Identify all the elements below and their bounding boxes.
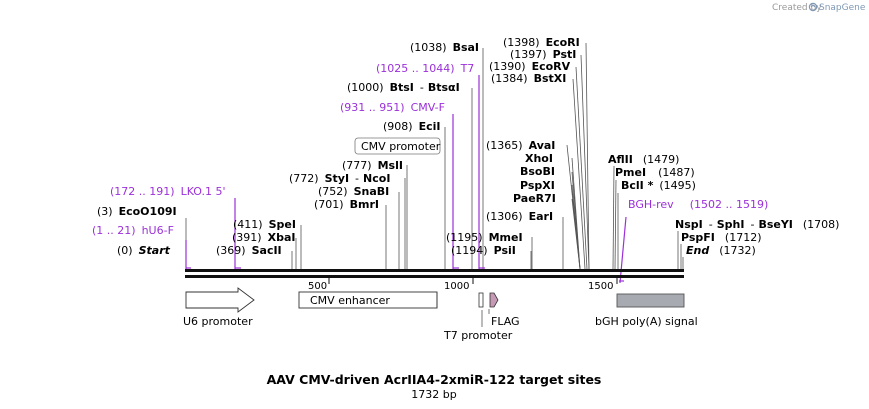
snapgene-logo-icon xyxy=(808,2,818,12)
site-afliii: AflII(1479) xyxy=(608,153,679,166)
site-sacii: (369)SacII xyxy=(216,244,282,257)
site-end: End(1732) xyxy=(686,244,756,257)
feature-t7-promoter xyxy=(478,292,484,327)
tick-label-1000: 1000 xyxy=(444,281,469,292)
feature-t7-label: T7 promoter xyxy=(443,329,513,342)
svg-text:CMV promoter: CMV promoter xyxy=(361,140,441,153)
site-pmei: PmeI(1487) xyxy=(615,166,695,179)
site-ecori: (1398)EcoRI xyxy=(503,36,580,49)
cmv-promoter-label: CMV promoter xyxy=(354,137,441,155)
tick-label-500: 500 xyxy=(308,281,327,292)
site-pspxi: PspXI xyxy=(520,179,555,192)
site-bsai: (1038)BsaI xyxy=(410,41,479,54)
primer-cmvf: (931 .. 951)CMV-F xyxy=(340,101,445,114)
site-msli: (777)MslI xyxy=(342,159,403,172)
primer-bghrev: BGH-rev(1502 .. 1519) xyxy=(628,198,768,211)
site-xbai: (391)XbaI xyxy=(232,231,295,244)
feature-bgh-label: bGH poly(A) signal xyxy=(595,315,698,328)
site-pspfi: PspFI(1712) xyxy=(681,231,761,244)
site-bstxi: (1384)BstXI xyxy=(491,72,566,85)
site-nspi-sphi-bseyi: NspI-SphI-BseYI(1708) xyxy=(675,218,839,231)
site-avai: (1365)AvaI xyxy=(486,139,555,152)
dna-backbone xyxy=(185,269,684,278)
scale-ticks xyxy=(328,278,618,284)
primer-t7: (1025 .. 1044)T7 xyxy=(376,62,474,75)
tick-label-1500: 1500 xyxy=(588,281,613,292)
site-bmri: (701)BmrI xyxy=(314,198,379,211)
map-title: AAV CMV-driven AcrIIA4-2xmiR-122 target … xyxy=(267,372,602,387)
created-by-text: Created by xyxy=(772,3,822,13)
site-btsi-btsai: (1000)BtsI-BtsαI xyxy=(347,81,460,94)
feature-cmv-enhancer-label: CMV enhancer xyxy=(310,294,390,307)
map-length: 1732 bp xyxy=(411,388,456,401)
feature-flag-label: FLAG xyxy=(491,315,520,328)
feature-u6-promoter xyxy=(185,287,255,313)
site-psti: (1397)PstI xyxy=(510,48,576,61)
site-start: (0)Start xyxy=(117,244,171,257)
site-snabi: (752)SnaBI xyxy=(318,185,389,198)
primer-hu6f: (1 .. 21)hU6-F xyxy=(92,224,174,237)
feature-u6-label: U6 promoter xyxy=(183,315,253,328)
feature-flag xyxy=(488,292,499,314)
feature-bgh-polya xyxy=(616,293,685,308)
site-bcli: BclI *(1495) xyxy=(621,179,696,192)
site-spei: (411)SpeI xyxy=(233,218,296,231)
primer-lko1: (172 .. 191)LKO.1 5' xyxy=(110,185,226,198)
site-ecii: (908)EciI xyxy=(383,120,441,133)
site-mmei: (1195)MmeI xyxy=(446,231,523,244)
primer-markers xyxy=(185,75,627,284)
site-psii: (1194)PsiI xyxy=(451,244,516,257)
site-styi-ncoi: (772)StyI-NcoI xyxy=(289,172,390,185)
site-bsobi: BsoBI xyxy=(520,165,555,178)
site-eco0109i: (3)EcoO109I xyxy=(97,205,177,218)
site-xhoi: XhoI xyxy=(525,152,553,165)
site-paer7i: PaeR7I xyxy=(513,192,556,205)
site-ecorv: (1390)EcoRV xyxy=(489,60,571,73)
snapgene-brand-text: SnapGene xyxy=(819,3,866,13)
leader-lines xyxy=(185,42,684,270)
site-eari: (1306)EarI xyxy=(486,210,553,223)
